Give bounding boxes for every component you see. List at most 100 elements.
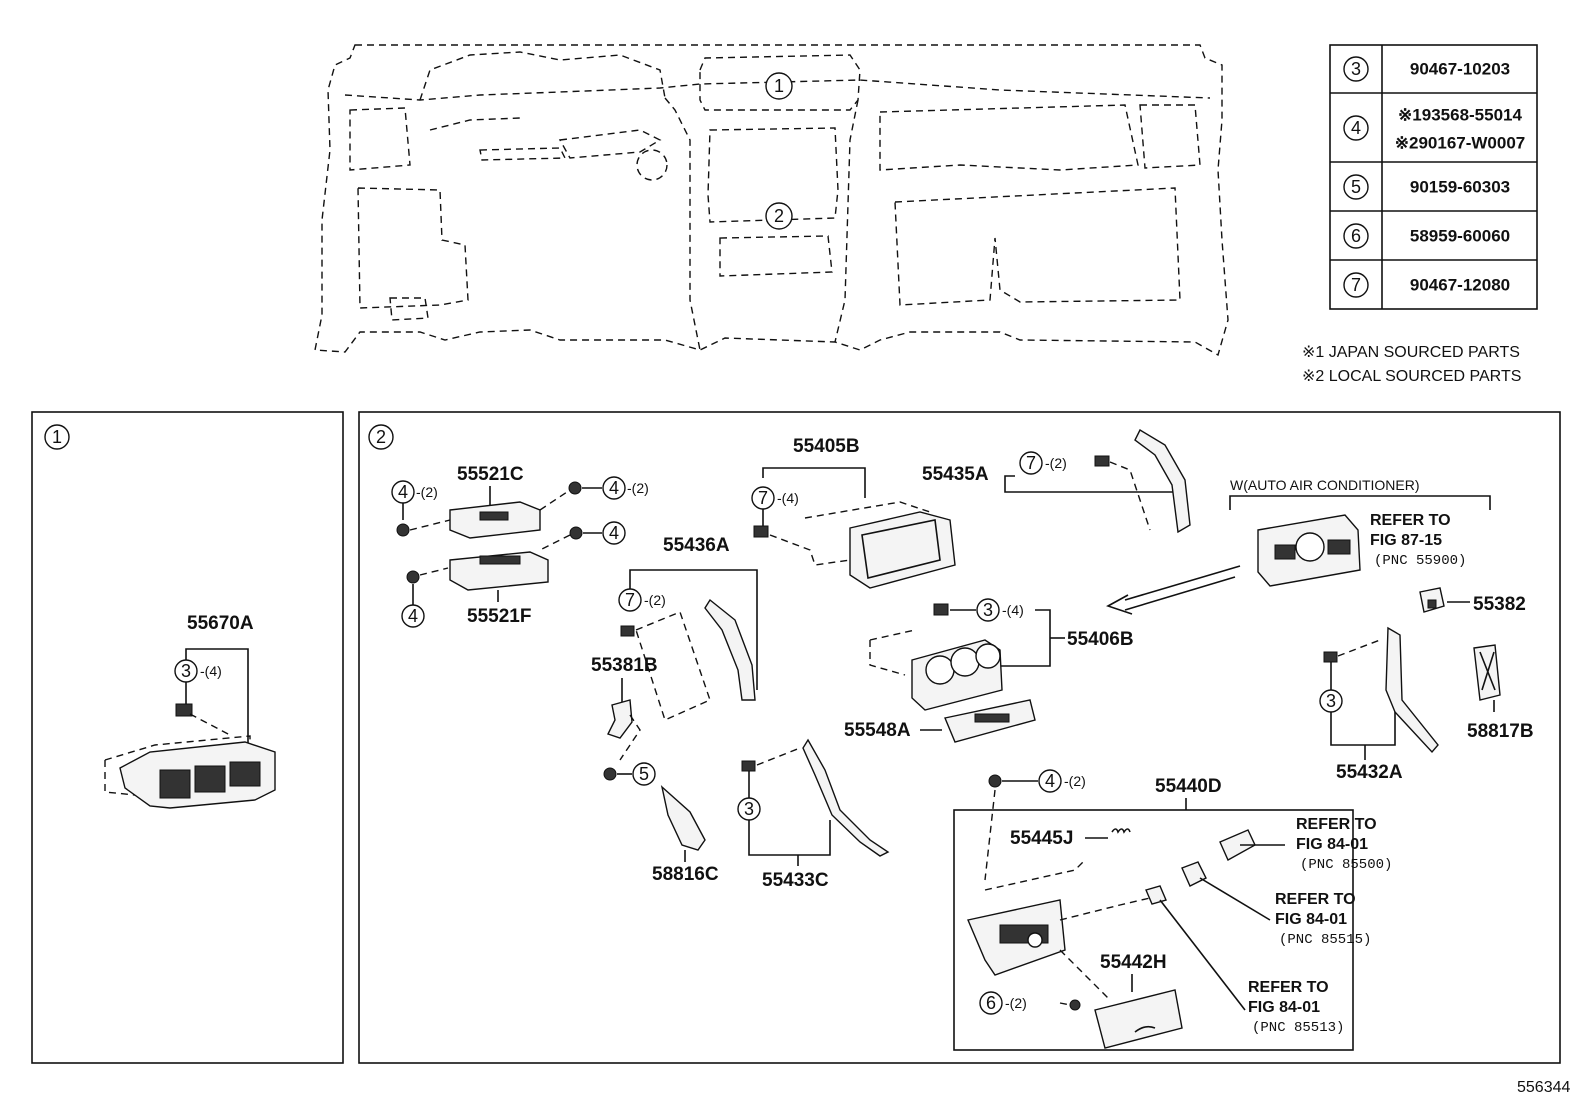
bolt-icon [396, 523, 410, 537]
qty-7-b: -(2) [1045, 455, 1067, 471]
clip-icon [741, 760, 756, 772]
part-58817b-label: 58817B [1467, 721, 1534, 742]
part-55521f [449, 551, 549, 591]
auto-ac-label: W(AUTO AIR CONDITIONER) [1230, 477, 1420, 493]
ref-4-line1: REFER TO [1248, 979, 1329, 996]
ref-4-pnc: (PNC 85513) [1252, 1020, 1344, 1036]
part-55405b [849, 511, 956, 589]
callout-4-b: 4 [609, 478, 619, 498]
bolt-icon [603, 767, 617, 781]
overview-callout-1: 1 [774, 76, 784, 96]
table-key-7: 7 [1351, 275, 1361, 295]
bolt-icon [988, 774, 1002, 788]
panel-1-fastener-qty: -(4) [200, 663, 222, 679]
note-japan-sourced: ※1 JAPAN SOURCED PARTS [1302, 344, 1520, 361]
qty-3-b: -(4) [1002, 602, 1024, 618]
fastener-table: 3 90467-10203 4 ※193568-55014 ※290167-W0… [1329, 44, 1538, 310]
part-55445j-spring [1111, 828, 1131, 834]
panel-1-index: 1 [52, 427, 62, 447]
ref-2-pnc: (PNC 85500) [1300, 857, 1392, 873]
clip-icon [753, 525, 769, 538]
table-part-90159-60303: 90159-60303 [1410, 178, 1510, 197]
callout-4-e: 4 [1045, 771, 1055, 791]
ref-2-line2: FIG 84-01 [1296, 836, 1368, 853]
panel-1: 1 55670A 3 -(4) [31, 411, 344, 1064]
part-55440d-box [953, 809, 1354, 1051]
socket-85513 [1145, 885, 1167, 905]
clip-icon [1094, 455, 1110, 467]
clip-icon [175, 703, 193, 717]
qty-6: -(2) [1005, 995, 1027, 1011]
callout-3-c: 3 [1326, 691, 1336, 711]
part-55406b-label: 55406B [1067, 629, 1134, 650]
callout-7-b: 7 [1026, 453, 1036, 473]
note-local-sourced: ※2 LOCAL SOURCED PARTS [1302, 368, 1521, 385]
part-55436a [704, 598, 756, 701]
part-58816c [660, 785, 706, 851]
qty-7-a: -(4) [777, 490, 799, 506]
qty-4-a: -(2) [416, 484, 438, 500]
clip-icon [620, 625, 635, 637]
ref-1-line1: REFER TO [1370, 512, 1451, 529]
ref-3-line1: REFER TO [1275, 891, 1356, 908]
part-55521f-label: 55521F [467, 606, 531, 627]
table-part-90467-10203: 90467-10203 [1410, 60, 1510, 79]
figure-number: 556344 [1517, 1079, 1570, 1096]
part-55381b [607, 699, 633, 739]
table-key-5: 5 [1351, 177, 1361, 197]
table-key-4: 4 [1351, 118, 1361, 138]
qty-4-b: -(2) [627, 480, 649, 496]
part-58816c-label: 58816C [652, 864, 719, 885]
part-55521c-label: 55521C [457, 464, 524, 485]
table-part-90167-w0007: ※290167-W0007 [1395, 134, 1526, 153]
callout-3-a: 3 [744, 799, 754, 819]
callout-5: 5 [639, 764, 649, 784]
part-55442h-label: 55442H [1100, 952, 1167, 973]
part-55433c [802, 738, 890, 857]
part-55381b-label: 55381B [591, 655, 658, 676]
bolt-icon [569, 526, 583, 540]
table-part-93568-55014: ※193568-55014 [1398, 106, 1522, 125]
table-part-90467-12080: 90467-12080 [1410, 276, 1510, 295]
ref-2-line1: REFER TO [1296, 816, 1377, 833]
callout-7-a: 7 [758, 488, 768, 508]
clip-icon [1323, 651, 1338, 663]
part-55382-label: 55382 [1473, 594, 1526, 615]
callout-4-c: 4 [609, 523, 619, 543]
part-55440d-label: 55440D [1155, 776, 1222, 797]
part-55445j-label: 55445J [1010, 828, 1073, 849]
bolt-icon [406, 570, 420, 584]
callout-4-a: 4 [398, 482, 408, 502]
overview-callout-2: 2 [774, 206, 784, 226]
part-55670a-label: 55670A [187, 613, 254, 634]
table-part-58959-60060: 58959-60060 [1410, 227, 1510, 246]
callout-6: 6 [986, 993, 996, 1013]
part-55670a-vent [104, 735, 276, 809]
dashboard-overview: 1 2 [314, 44, 1229, 357]
part-55405b-label: 55405B [793, 436, 860, 457]
ref-1-line2: FIG 87-15 [1370, 532, 1442, 549]
ref-4-line2: FIG 84-01 [1248, 999, 1320, 1016]
clip-icon [933, 603, 949, 616]
qty-4-e: -(2) [1064, 773, 1086, 789]
callout-3-b: 3 [983, 600, 993, 620]
part-55435a-label: 55435A [922, 464, 989, 485]
panel-2-index: 2 [376, 427, 386, 447]
callout-4-d: 4 [408, 606, 418, 626]
part-55436a-label: 55436A [663, 535, 730, 556]
panel-1-fastener-key: 3 [181, 661, 191, 681]
clip-icon [1069, 999, 1081, 1011]
part-55432a [1385, 626, 1439, 754]
bolt-icon [568, 481, 582, 495]
ref-3-line2: FIG 84-01 [1275, 911, 1347, 928]
ref-3-pnc: (PNC 85515) [1279, 932, 1371, 948]
part-55442h [1094, 989, 1183, 1049]
qty-7-c: -(2) [644, 592, 666, 608]
panel-2: 2 55521C 4 -(2) 4 -(2) 4 4 55521F 55405B [358, 411, 1561, 1064]
part-55433c-label: 55433C [762, 870, 829, 891]
table-key-6: 6 [1351, 226, 1361, 246]
callout-7-c: 7 [625, 590, 635, 610]
part-55432a-label: 55432A [1336, 762, 1403, 783]
part-55548a-label: 55548A [844, 720, 911, 741]
